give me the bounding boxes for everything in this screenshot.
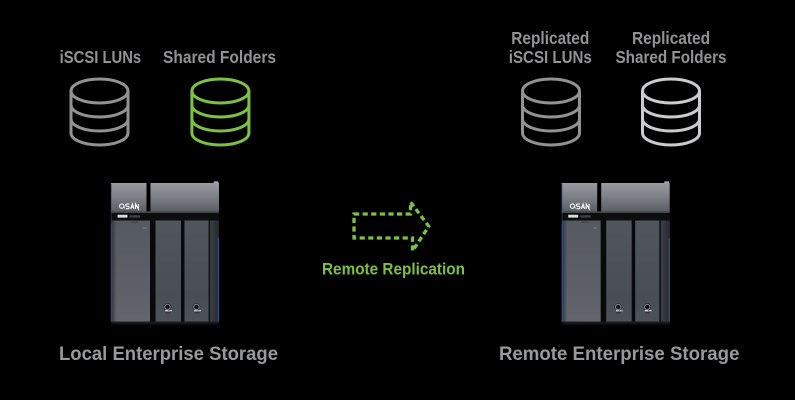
svg-text:Remote Enterprise Storage: Remote Enterprise Storage (499, 343, 740, 365)
svg-text:Shared Folders: Shared Folders (616, 47, 727, 67)
svg-text:Replicated: Replicated (511, 28, 589, 48)
svg-text:Shared Folders: Shared Folders (163, 47, 276, 67)
svg-text:Remote Replication: Remote Replication (322, 260, 465, 279)
svg-text:iSCSI LUNs: iSCSI LUNs (60, 47, 142, 67)
svg-text:Replicated: Replicated (632, 28, 710, 48)
svg-text:iSCSI LUNs: iSCSI LUNs (509, 47, 592, 67)
svg-text:Local Enterprise Storage: Local Enterprise Storage (59, 343, 278, 365)
